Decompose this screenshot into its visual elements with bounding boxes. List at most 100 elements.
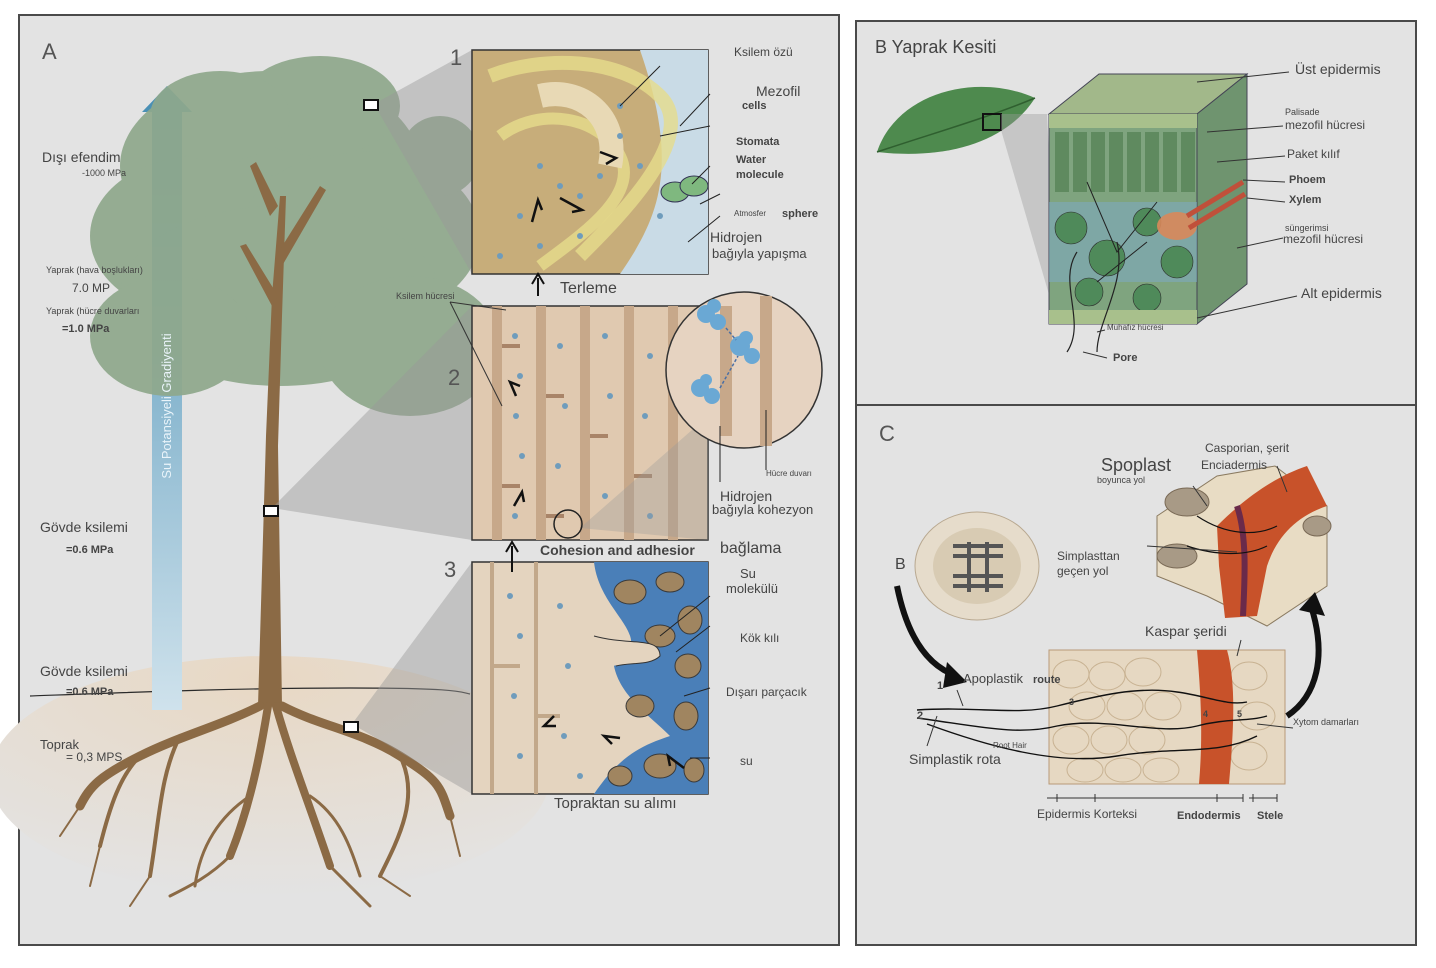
gradient-label: Su Potansiyeli Gradiyenti: [158, 333, 174, 479]
label-casparian-top-1: Casporian, şerit: [1205, 441, 1290, 455]
soil-title: Toprak: [40, 737, 80, 752]
label-num-5: 5: [1237, 709, 1243, 719]
stem-lower-value: =0.6 MPa: [66, 686, 114, 698]
ground-line: [29, 687, 471, 697]
label-mesophyll: Mezofil: [756, 83, 801, 99]
tree-roots: [59, 701, 461, 908]
label-water-molecule-2: molecule: [736, 169, 784, 181]
leaf-wall-value: =1.0 MPa: [62, 323, 110, 335]
inset-3: [471, 561, 711, 795]
label-epidermis-cortex: Epidermis Korteksi: [1037, 807, 1138, 821]
panel-b: B Yaprak Kesiti Üst epidermis Palisade m…: [855, 20, 1417, 406]
soil-value: = 0,3 MPS: [66, 750, 123, 764]
label-apoplastic-tail: route: [1033, 674, 1061, 686]
label-stomata: Stomata: [736, 136, 780, 148]
label-spoplast: Spoplast: [1101, 455, 1172, 475]
label-upper-epidermis: Üst epidermis: [1295, 61, 1381, 77]
inset-2-caption: Cohesion and adhesior: [540, 542, 695, 558]
label-palisade-1: Palisade: [1285, 107, 1320, 117]
curved-arrow-right: [1285, 605, 1322, 719]
panel-c-art: [894, 465, 1332, 802]
label-spoplast-sub: boyunca yol: [1097, 475, 1146, 485]
inset-3-caption: Topraktan su alımı: [554, 795, 677, 812]
panel-b-art: [876, 71, 1298, 359]
label-stele: Stele: [1257, 810, 1284, 822]
inset-2-number: 2: [448, 365, 461, 390]
panel-a-art: [0, 49, 823, 908]
label-lower-epidermis: Alt epidermis: [1301, 285, 1382, 301]
leaf-air-value: 7.0 MP: [72, 281, 111, 295]
stem-upper-value: =0.6 MPa: [66, 544, 114, 556]
zoom-cone-3: [352, 562, 472, 794]
marker-leaf: [363, 99, 379, 111]
marker-root: [343, 721, 359, 733]
root-strip: [916, 649, 1286, 785]
label-soil-particle: Dışarı parçacık: [726, 685, 807, 699]
label-root-hair-c: Root Hair: [993, 741, 1027, 750]
label-bundle-sheath: Paket kılıf: [1287, 147, 1340, 161]
inset-1-number: 1: [450, 45, 463, 70]
label-guard-cell: Muhafız hücresi: [1107, 323, 1164, 332]
label-casparian-top-2: Enciadermis: [1201, 458, 1268, 472]
label-cell-wall: Hücre duvarı: [766, 469, 812, 478]
label-root-hair: Kök kılı: [740, 631, 780, 645]
outside-value: -1000 MPa: [82, 168, 127, 178]
tree-foliage: [90, 56, 500, 416]
panel-b-title: B Yaprak Kesiti: [875, 37, 997, 57]
stomata-shape: [660, 175, 709, 203]
label-adhesion: bağıyla yapışma: [712, 246, 807, 261]
label-casparian-strip: Kaspar şeridi: [1145, 623, 1227, 639]
label-hydrogen-1: Hidrojen: [710, 229, 763, 245]
label-water-molecule-su-2: molekülü: [726, 581, 779, 596]
soil-area: [0, 656, 550, 896]
leaf-block: [1047, 72, 1249, 353]
tree-trunk: [258, 196, 286, 706]
label-water-molecule-1: Water: [736, 154, 767, 166]
root-cross-section: [914, 511, 1040, 621]
label-cells: cells: [742, 100, 767, 112]
outside-title: Dışı efendim: [42, 149, 121, 165]
panel-a: A Su Potansiyeli Gradiyenti Dışı efendim…: [0, 14, 840, 946]
leaf-shape: [877, 86, 1035, 154]
panel-c: C B Spoplast boyunca yol Casporian, şeri…: [855, 404, 1417, 946]
inset-2: [471, 305, 709, 541]
label-pore: Pore: [1113, 352, 1138, 364]
hydrogen-bond-circle: [665, 291, 823, 482]
endodermis-block: [1156, 465, 1332, 627]
zoom-cone-1: [374, 50, 472, 274]
inset-letter-b: B: [895, 556, 906, 573]
panel-c-letter: C: [879, 421, 895, 446]
label-spongy-1: süngerimsi: [1285, 223, 1329, 233]
inset-1: [471, 49, 721, 275]
label-cohesion: bağıyla kohezyon: [712, 502, 814, 517]
label-num-2: 2: [917, 710, 924, 722]
casparian-strip-shape: [1197, 650, 1234, 784]
stem-upper-title: Gövde ksilemi: [40, 519, 128, 535]
stem-lower-title: Gövde ksilemi: [40, 663, 128, 679]
label-xylem-vessels: Xytom damarları: [1293, 717, 1360, 727]
panel-a-letter: A: [42, 39, 57, 64]
label-xylem: Xylem: [1289, 194, 1322, 206]
label-num-1: 1: [937, 680, 944, 692]
label-num-3: 3: [1069, 697, 1075, 707]
leaf-wall-title: Yaprak (hücre duvarları: [46, 306, 140, 316]
inset-3-number: 3: [444, 557, 457, 582]
label-palisade-2: mezofil hücresi: [1285, 118, 1366, 132]
label-water: su: [740, 754, 753, 768]
label-xylem-core: Ksilem özü: [734, 45, 793, 59]
label-endodermis: Endodermis: [1177, 810, 1241, 822]
label-atmosphere: sphere: [782, 208, 819, 220]
marker-stem: [263, 505, 279, 517]
leaf-air-title: Yaprak (hava boşlukları): [46, 265, 143, 275]
inset-2-caption-tail: bağlama: [720, 540, 782, 557]
label-symplast-1: Simplasttan: [1057, 549, 1120, 563]
label-symplast-2: geçen yol: [1057, 564, 1109, 578]
label-water-molecule-su: Su: [740, 566, 756, 581]
label-num-4: 4: [1203, 709, 1209, 719]
inset-1-caption: Terleme: [560, 280, 617, 297]
label-symplastic: Simplastik rota: [909, 751, 1001, 767]
label-apoplastic: Apoplastik: [963, 671, 1023, 686]
label-atmosphere-small: Atmosfer: [734, 209, 767, 218]
label-spongy-2: mezofil hücresi: [1283, 232, 1364, 246]
zoom-cone-2: [272, 306, 472, 540]
